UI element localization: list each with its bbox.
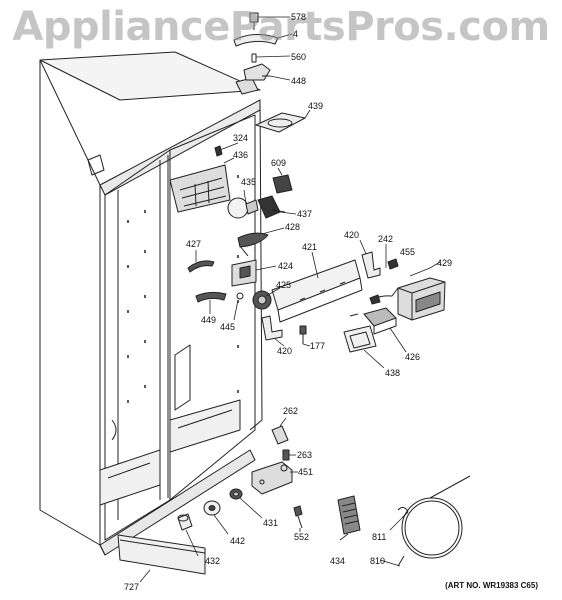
- hinge-pin-263: [282, 449, 290, 461]
- harness-427: [187, 260, 215, 273]
- kickplate-727: [117, 534, 206, 575]
- housing-421: [271, 259, 363, 323]
- tube-810: [397, 475, 471, 567]
- callout-420-bottom: 420: [277, 346, 293, 356]
- plate-438: [343, 325, 377, 353]
- knob-425: [252, 290, 272, 310]
- callout-811: 811: [372, 532, 387, 542]
- callout-449: 449: [201, 315, 217, 325]
- callout-4: 4: [293, 29, 299, 39]
- callout-727: 727: [124, 582, 140, 592]
- callout-435: 435: [241, 177, 257, 187]
- callout-445: 445: [220, 322, 236, 332]
- callout-455: 455: [400, 247, 416, 257]
- callout-421: 421: [302, 242, 318, 252]
- socket-437: [257, 195, 286, 219]
- clip-811: [397, 506, 409, 519]
- bracket-420-bottom: [261, 315, 283, 341]
- part-455: [387, 258, 399, 270]
- screw-177: [299, 325, 307, 344]
- leader-lines: [139, 16, 441, 583]
- callout-442: 442: [230, 536, 246, 546]
- callout-428: 428: [285, 222, 301, 232]
- vent-436: [169, 145, 231, 213]
- callout-560: 560: [291, 52, 307, 62]
- harness-428: [237, 232, 269, 257]
- top-hinge-parts: [233, 12, 279, 81]
- callout-552: 552: [294, 532, 310, 542]
- callout-438: 438: [385, 368, 401, 378]
- callout-448: 448: [291, 76, 307, 86]
- callout-578: 578: [291, 12, 307, 22]
- hinge-451: [251, 461, 293, 495]
- callout-451: 451: [298, 467, 314, 477]
- hinge-cover-262: [271, 425, 289, 445]
- switch-609: [272, 174, 293, 194]
- control-424: [195, 259, 257, 303]
- module-426: [349, 307, 397, 335]
- bushing-442: [203, 500, 221, 516]
- callout-420-top: 420: [344, 230, 360, 240]
- callout-426: 426: [405, 352, 421, 362]
- roller-431: [229, 488, 243, 500]
- art-number: (ART NO. WR19383 C65): [445, 581, 538, 590]
- part-432: [177, 513, 193, 531]
- screw-552: [293, 505, 303, 529]
- callout-424: 424: [278, 261, 294, 271]
- callout-434: 434: [330, 556, 346, 566]
- callout-431: 431: [263, 518, 279, 528]
- callout-437: 437: [297, 209, 313, 219]
- wire-242: [369, 287, 399, 305]
- damper-429: [397, 277, 446, 321]
- part-445: [236, 292, 244, 300]
- callout-425: 425: [276, 280, 292, 290]
- bulb-435: [227, 197, 259, 219]
- light-lens-439: [255, 112, 306, 133]
- cabinet: [39, 51, 263, 556]
- callout-609: 609: [271, 158, 287, 168]
- callout-324: 324: [233, 133, 249, 143]
- callout-242: 242: [378, 234, 394, 244]
- callout-429: 429: [437, 258, 453, 268]
- callout-439: 439: [308, 101, 324, 111]
- callout-262: 262: [283, 406, 299, 416]
- bracket-420-top: [361, 251, 381, 279]
- callout-436: 436: [233, 150, 249, 160]
- callout-177: 177: [310, 341, 326, 351]
- filter-434: [337, 495, 361, 535]
- callout-263: 263: [297, 450, 313, 460]
- callout-432: 432: [205, 556, 221, 566]
- callout-810: 810: [370, 556, 386, 566]
- callout-427: 427: [186, 239, 202, 249]
